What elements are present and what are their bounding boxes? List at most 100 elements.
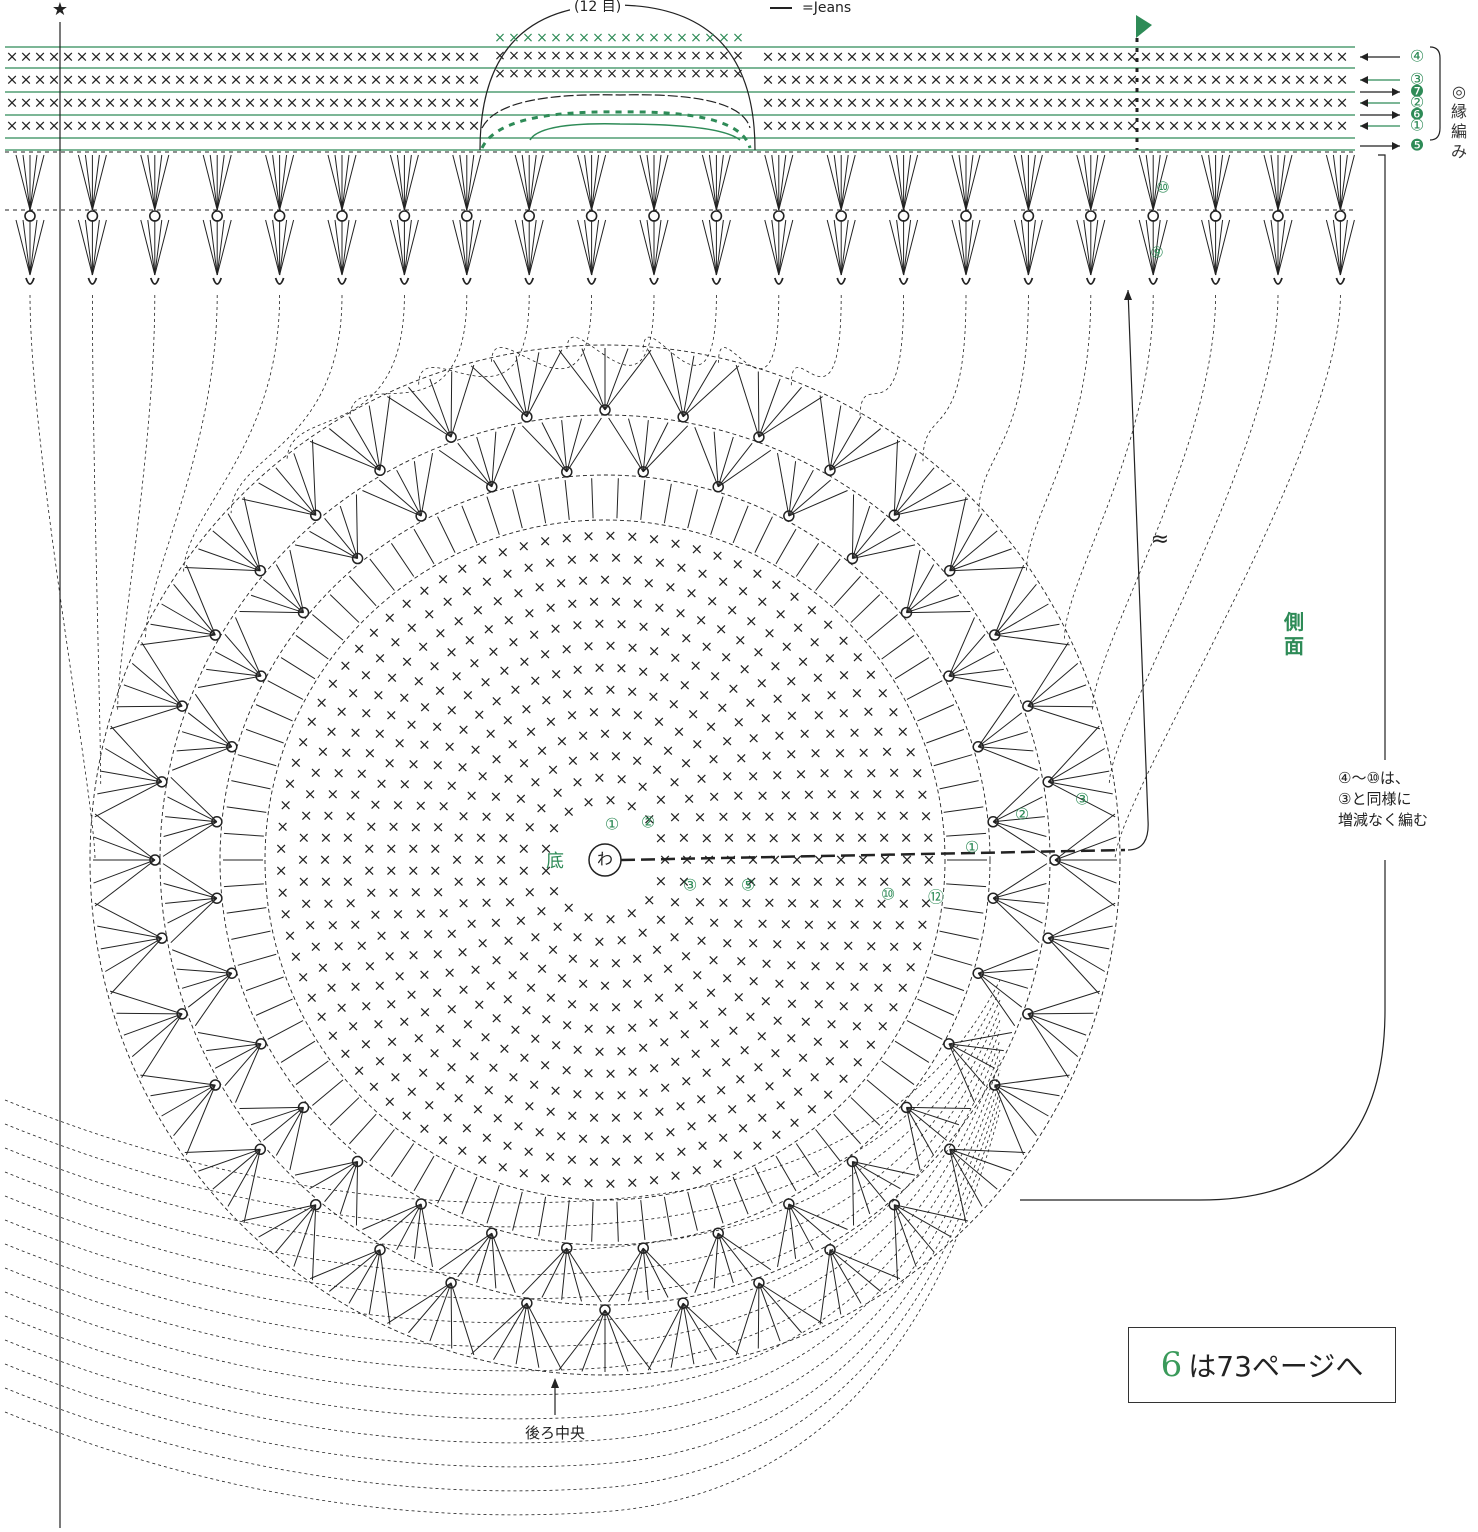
sc-stitch-icon: × [634,30,646,46]
sc-stitch-icon: × [790,117,803,135]
sc-stitch-icon: × [364,744,377,762]
sc-stitch-icon: × [832,48,845,66]
sc-stitch-icon: × [972,117,985,135]
sc-stitch-icon: × [431,718,444,736]
sc-stitch-icon: × [735,749,748,767]
dc-stitch-line [881,1060,915,1085]
sc-stitch-icon: × [298,828,311,846]
fan-stitch-line [184,566,261,572]
sc-stitch-icon: × [544,1147,557,1165]
sc-stitch-icon: × [902,94,915,112]
sc-stitch-icon: × [773,727,786,745]
fan-stitch-line [758,1282,802,1334]
fan-stitch-line [682,1302,717,1360]
sc-stitch-icon: × [529,773,542,791]
sc-stitch-icon: × [1224,71,1237,89]
sc-stitch-icon: × [503,1090,516,1108]
sc-stitch-icon: × [874,117,887,135]
sc-stitch-icon: × [709,667,722,685]
fan-stitch-line [1215,154,1231,211]
sc-stitch-icon: × [837,1070,850,1088]
fan-stitch-line [604,1309,629,1372]
fan-stitch-line [216,219,232,276]
sc-stitch-icon: × [745,1089,758,1107]
sc-stitch-icon: × [492,1109,505,1127]
sc-stitch-icon: × [888,94,901,112]
connector-line [922,294,967,462]
sc-stitch-icon: × [490,951,503,969]
sc-stitch-icon: × [48,94,61,112]
fan-stitch-line [992,821,1047,837]
dc-stitch-line [906,1020,943,1040]
sc-stitch-icon: × [374,649,387,667]
fan-stitch-line [172,746,232,771]
sc-stitch-icon: × [888,938,901,956]
sc-stitch-icon: × [545,713,558,731]
sc-stitch-icon: × [852,648,865,666]
sc-stitch-icon: × [363,862,376,880]
row-arrow-icon [1360,142,1400,150]
sc-stitch-icon: × [560,529,573,547]
chain-loop-dashed [480,110,752,149]
fan-stitch-line [840,154,849,211]
sc-stitch-icon: × [700,638,713,656]
fan-stitch-line [1083,219,1092,276]
fan-stitch-line [978,968,1034,974]
sc-stitch-icon: × [620,48,632,64]
sc-stitch-icon: × [744,693,757,711]
sc-stitch-icon: × [723,829,736,847]
sc-stitch-icon: × [698,686,711,704]
slip-stitch-icon [712,481,724,493]
sc-stitch-icon: × [431,983,444,1001]
fan-stitch-line [173,583,216,636]
dc-stitch-line [267,680,304,700]
fan-stitch-line [116,1012,183,1015]
fan-stitch-line [450,1282,453,1349]
sc-stitch-icon: × [760,954,773,972]
sc-stitch-icon: × [523,883,536,901]
fan-stitch-line [653,219,662,276]
sc-stitch-icon: × [454,48,467,66]
sc-stitch-icon: × [662,48,674,64]
sc-stitch-icon: × [745,612,758,630]
sc-stitch-icon: × [637,1083,650,1101]
fan-stitch-line [906,579,947,613]
fan-stitch-line [272,154,281,211]
sc-stitch-icon: × [1336,117,1349,135]
sc-stitch-icon: × [319,851,332,869]
dc-stitch-line [226,907,267,914]
sc-stitch-icon: × [456,560,469,578]
slip-stitch-icon [176,700,188,712]
slip-stitch-icon [351,552,364,565]
sc-stitch-icon: × [490,1009,503,1027]
sc-stitch-icon: × [799,688,812,706]
sc-stitch-icon: × [615,659,628,677]
fan-stitch-line [167,796,218,823]
sc-stitch-icon: × [469,961,482,979]
sc-stitch-icon: × [1210,71,1223,89]
row-arrow-icon [1360,88,1400,96]
fan-stitch-line [355,1161,359,1226]
sc-stitch-icon: × [188,94,201,112]
sc-stitch-icon: × [599,977,612,995]
sc-stitch-icon: × [62,94,75,112]
sc-stitch-icon: × [445,643,458,661]
sc-stitch-icon: × [900,873,913,891]
sc-stitch-icon: × [104,48,117,66]
outer-fan [470,349,563,423]
fan-stitch-line [239,610,304,614]
fan-stitch-line [309,440,381,471]
dc-stitch-line [312,614,344,641]
fan-stitch-line [452,219,468,276]
page-reference-box: 6 は73ページへ [1128,1327,1396,1403]
sc-stitch-icon: × [356,94,369,112]
sc-stitch-icon: × [418,965,431,983]
sc-stitch-icon: × [653,598,666,616]
sc-stitch-icon: × [577,1130,590,1148]
sc-stitch-icon: × [284,926,297,944]
sc-stitch-icon: × [865,937,878,955]
sc-stitch-icon: × [747,729,760,747]
sc-stitch-icon: × [625,797,638,815]
fan-stitch-line [642,422,669,473]
sc-stitch-icon: × [731,555,744,573]
